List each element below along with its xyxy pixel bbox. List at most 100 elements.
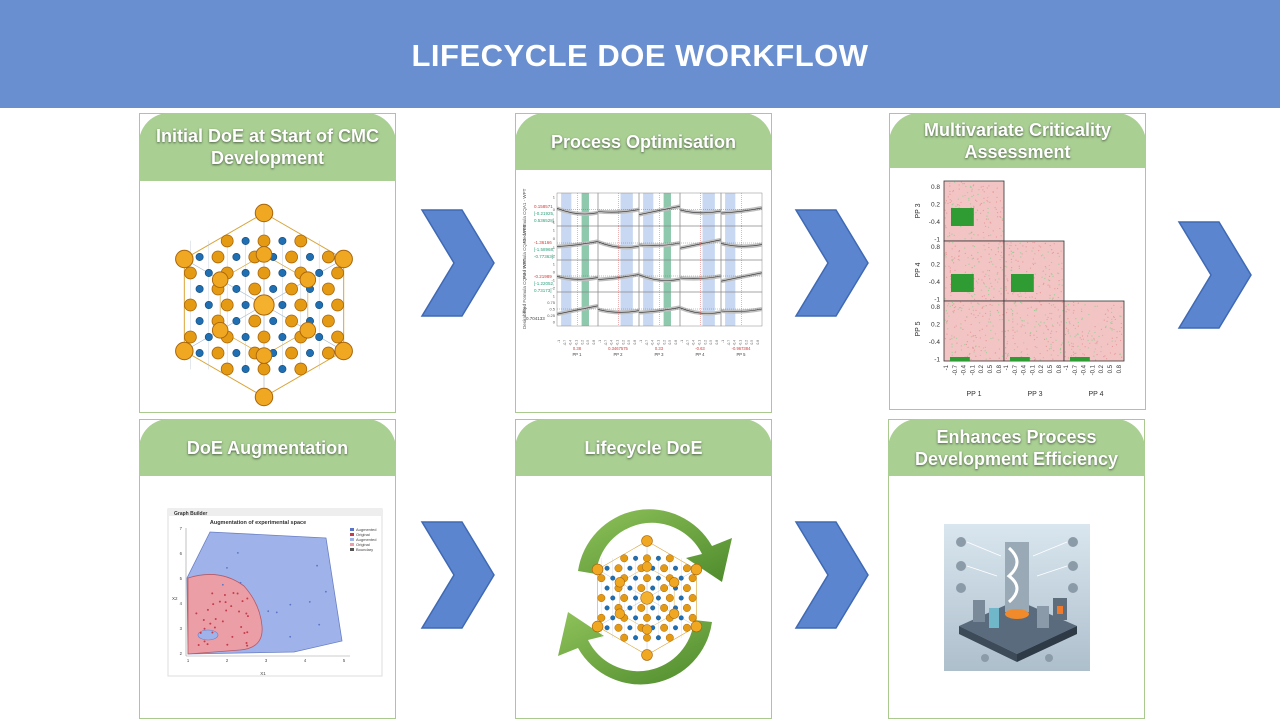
chevron-right-icon: [420, 209, 495, 317]
y-tick-label: 1: [553, 228, 556, 233]
chart-title: Augmentation of experimental space: [210, 520, 306, 526]
x-tick-label: 0.8: [1117, 364, 1123, 373]
x-tick-label: -0.7: [645, 340, 649, 346]
card-initial-doe: Initial DoE at Start of CMC Development: [139, 113, 396, 413]
x-tick-label: -0.4: [651, 340, 655, 346]
x-tick-label: 0.5: [1108, 364, 1114, 373]
row-value: 0.158571: [534, 204, 553, 209]
x-tick-label: -0.7: [953, 364, 959, 375]
factor-label: PP 4: [695, 352, 705, 357]
factor-setting: -0.967384: [732, 346, 752, 351]
y-tick-label: 0: [553, 270, 556, 275]
x-tick-label: -0.7: [1073, 364, 1079, 375]
x-tick-label: 0.8: [633, 340, 637, 345]
x-tick-label: -0.4: [1022, 364, 1028, 375]
cycle-arrow-top: [578, 509, 732, 582]
profiler-row-labels: Pred Formula CQA1 - WPT Pred Formula CQA…: [522, 188, 527, 329]
legend-entry: Original: [356, 532, 370, 537]
factor-setting: -0.63: [695, 346, 705, 351]
y-tick-label: 0.25: [547, 313, 556, 318]
x-axis-label: X1: [260, 671, 266, 676]
y-tick-label: 2: [180, 651, 183, 656]
card-title: Enhances Process Development Efficiency: [888, 419, 1145, 476]
x-tick-label: 0.5: [586, 340, 590, 345]
y-tick-label: 0.75: [547, 300, 556, 305]
cycle-arrows-icon: [558, 509, 732, 685]
x-tick-label: -0.1: [970, 364, 976, 375]
row-value: 0.536528]: [534, 218, 554, 223]
row-value: -1.36166: [534, 240, 552, 245]
y-tick-label: -0.4: [929, 279, 941, 286]
factor-setting: 0.3467575: [608, 346, 628, 351]
x-tick-label: -1: [639, 340, 643, 343]
card-doe-augmentation: DoE Augmentation Graph Builder Augmentat…: [139, 419, 396, 719]
y-tick-label: 0.2: [931, 322, 940, 329]
row-value: [-1.58968,: [534, 247, 554, 252]
factor-label: PP 1: [572, 352, 582, 357]
col-label: PP 3: [1027, 391, 1042, 398]
x-tick-label: -0.4: [569, 340, 573, 346]
x-tick-label: 3: [265, 658, 268, 663]
factor-label: PP 2: [613, 352, 623, 357]
y-tick-label: 4: [180, 601, 183, 606]
y-tick-label: -2: [551, 286, 555, 291]
x-tick-label: 0.2: [580, 340, 584, 345]
x-tick-label: -0.1: [698, 340, 702, 346]
y-axis-label: X2: [172, 596, 178, 601]
chevron-right-icon: [794, 521, 869, 629]
x-tick-label: 0.2: [621, 340, 625, 345]
title-banner: LIFECYCLE DOE WORKFLOW: [0, 0, 1280, 108]
y-tick-label: 6: [180, 551, 183, 556]
legend-entry: Augmented: [356, 527, 376, 532]
chevron-right-icon: [794, 209, 869, 317]
x-tick-label: -0.1: [616, 340, 620, 346]
row-label: Pred Formula CQA1 - WPT: [522, 188, 527, 243]
row-label: Desirability: [522, 306, 527, 329]
x-tick-label: -0.4: [692, 340, 696, 346]
x-tick-label: -0.1: [575, 340, 579, 346]
y-tick-label: -0.4: [929, 219, 941, 226]
x-tick-label: 0.8: [715, 340, 719, 345]
x-tick-label: -0.7: [686, 340, 690, 346]
x-tick-label: 0.5: [988, 364, 994, 373]
x-tick-label: 2: [226, 658, 229, 663]
x-tick-label: 5: [343, 658, 346, 663]
y-tick-label: 0: [553, 320, 556, 325]
scatterplot-matrix-chart: 0.80.2-0.4-10.80.2-0.4-10.80.2-0.4-1-1-0…: [915, 180, 1125, 398]
x-tick-label: 0.8: [592, 340, 596, 345]
y-tick-label: 0.8: [931, 244, 940, 251]
y-tick-label: -1: [934, 297, 940, 304]
card-process-efficiency: Enhances Process Development Efficiency: [888, 419, 1145, 719]
x-tick-label: -0.4: [733, 340, 737, 346]
x-tick-label: -0.4: [1082, 364, 1088, 375]
row-label: PP 4: [915, 262, 922, 277]
y-tick-label: -1: [934, 357, 940, 364]
x-tick-label: -1: [721, 340, 725, 343]
y-tick-label: 0.5: [549, 307, 555, 312]
y-tick-label: -1: [551, 245, 555, 250]
y-tick-label: -2: [551, 254, 555, 259]
x-tick-label: 0.2: [703, 340, 707, 345]
x-tick-label: 0.2: [1039, 364, 1045, 373]
x-tick-label: 0.5: [668, 340, 672, 345]
x-tick-label: 0.2: [1099, 364, 1105, 373]
chevron-right-icon: [420, 521, 495, 629]
row-value: 0.73173]: [534, 288, 552, 293]
x-tick-label: -0.7: [604, 340, 608, 346]
y-tick-label: 1: [553, 195, 556, 200]
y-tick-label: 3: [180, 626, 183, 631]
row-label: PP 3: [915, 203, 922, 218]
y-tick-label: 0.8: [931, 304, 940, 311]
x-tick-label: -1: [1064, 364, 1070, 370]
y-tick-label: 5: [180, 576, 183, 581]
crystal-lattice-icon: [175, 203, 353, 407]
row-value: -0.77363]: [534, 254, 553, 259]
x-tick-label: 0.8: [1057, 364, 1063, 373]
x-tick-label: -1: [680, 340, 684, 343]
card-lifecycle-doe: Lifecycle DoE: [515, 419, 772, 719]
card-process-optimisation: Process Optimisation Pred Formula CQA1 -…: [515, 113, 772, 413]
y-tick-label: 0.8: [931, 184, 940, 191]
card-title: Multivariate Criticality Assessment: [889, 113, 1146, 168]
legend-entry: Boundary: [356, 547, 373, 552]
